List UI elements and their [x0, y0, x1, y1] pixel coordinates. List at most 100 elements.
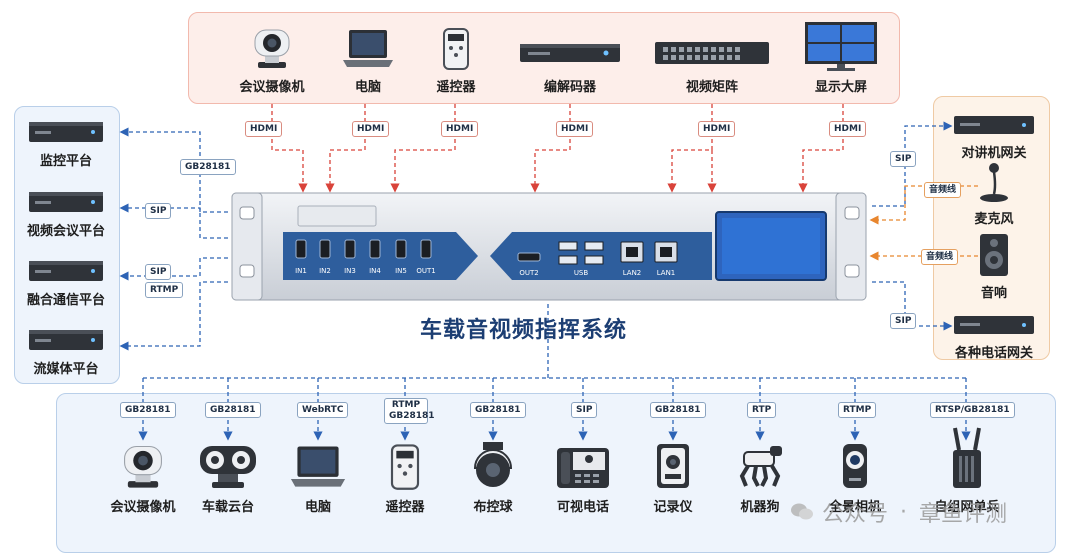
top-device-display-wall: 显示大屏 [796, 20, 886, 95]
bottom-device-panoramic-camera: 全景相机 [815, 440, 895, 515]
server-icon [27, 326, 105, 354]
laptop-icon [339, 24, 397, 72]
speaker-icon [976, 232, 1012, 278]
left-platform-video-conference: 视频会议平台 [20, 188, 112, 239]
left-platform-streaming: 流媒体平台 [20, 326, 112, 377]
bottom-device-body-recorder: 记录仪 [633, 440, 713, 515]
top-device-conference-camera: 会议摄像机 [216, 24, 328, 95]
port-label: USB [574, 269, 589, 277]
hdmi-port [420, 239, 432, 259]
robot-dog-icon [732, 440, 788, 492]
right-device-label: 对讲机网关 [961, 146, 1027, 161]
top-device-label: 遥控器 [436, 80, 476, 95]
top-device-label: 视频矩阵 [685, 80, 738, 95]
microphone-icon [974, 160, 1014, 204]
right-device-phone-gateway: 各种电话网关 [946, 312, 1042, 361]
link-tag-bottom-10: RTSP/GB28181 [930, 402, 1015, 418]
link-tag-bottom-9: RTMP [838, 402, 877, 418]
lan-port-socket [660, 247, 672, 257]
link-tag-left-2: SIP [145, 203, 172, 219]
left-platform-label: 监控平台 [39, 154, 92, 169]
watermark: 公众号 · 章鱼评测 [790, 496, 1007, 528]
link-tag-hdmi-2: HDMI [352, 121, 390, 137]
bottom-device-robot-dog: 机器狗 [720, 440, 800, 515]
bottom-device-label: 自组网单兵 [934, 500, 1000, 515]
bottom-device-label: 可视电话 [556, 500, 609, 515]
video-phone-icon [555, 440, 611, 492]
rack-unit [231, 192, 867, 301]
hdmi-port [319, 239, 331, 259]
top-device-codec: 编解码器 [515, 24, 625, 95]
top-device-laptop: 电脑 [328, 24, 408, 95]
right-device-label: 麦克风 [974, 212, 1014, 227]
right-device-microphone: 麦克风 [956, 160, 1032, 227]
port-label: IN2 [319, 267, 331, 275]
hdmi-out-port [517, 252, 541, 262]
link-tag-left-3: SIP [145, 264, 172, 280]
remote-controller-icon [436, 24, 476, 72]
mesh-radio-icon [943, 424, 991, 492]
remote-controller-icon [383, 440, 427, 492]
server-icon [27, 257, 105, 285]
laptop-icon [286, 440, 350, 492]
top-device-video-matrix: 视频矩阵 [652, 24, 772, 95]
link-tag-hdmi-4: HDMI [556, 121, 594, 137]
link-tag-bottom-2: GB28181 [205, 402, 261, 418]
hdmi-port [369, 239, 381, 259]
usb-port [584, 241, 604, 251]
hdmi-port [295, 239, 307, 259]
codec-icon [518, 24, 622, 72]
left-platform-label: 融合通信平台 [26, 293, 105, 308]
top-device-label: 显示大屏 [814, 80, 867, 95]
port-label: OUT2 [519, 269, 538, 277]
bottom-device-vehicle-ptz: 车载云台 [186, 440, 270, 515]
link-tag-hdmi-5: HDMI [698, 121, 736, 137]
bottom-device-remote-controller: 遥控器 [365, 440, 445, 515]
link-tag-right-4: SIP [890, 313, 917, 329]
hdmi-port [395, 239, 407, 259]
left-platform-fusion-comm: 融合通信平台 [20, 257, 112, 308]
usb-port [558, 255, 578, 265]
link-tag-right-3: 音频线 [921, 249, 959, 265]
watermark-name: 章鱼评测 [919, 502, 1008, 527]
wechat-icon [790, 502, 814, 522]
port-label: IN3 [344, 267, 356, 275]
link-tag-hdmi-6: HDMI [829, 121, 867, 137]
bottom-device-mesh-radio: 自组网单兵 [922, 424, 1012, 515]
right-device-intercom-gateway: 对讲机网关 [946, 112, 1042, 161]
left-platform-monitoring: 监控平台 [20, 118, 112, 169]
top-device-label: 会议摄像机 [239, 80, 305, 95]
bottom-device-video-phone: 可视电话 [543, 440, 623, 515]
bottom-device-laptop: 电脑 [278, 440, 358, 515]
bottom-device-label: 会议摄像机 [110, 500, 176, 515]
dome-camera-icon [469, 440, 517, 492]
vehicle-ptz-icon [196, 440, 260, 492]
bottom-device-label: 遥控器 [385, 500, 425, 515]
watermark-separator: · [900, 499, 908, 525]
right-device-label: 各种电话网关 [954, 346, 1033, 361]
link-tag-right-2: 音频线 [924, 182, 962, 198]
left-platform-label: 视频会议平台 [26, 224, 105, 239]
bottom-device-dome-camera: 布控球 [453, 440, 533, 515]
bottom-device-label: 记录仪 [653, 500, 693, 515]
link-tag-bottom-6: SIP [571, 402, 598, 418]
system-title: 车载音视频指挥系统 [420, 318, 628, 343]
link-tag-bottom-8: RTP [747, 402, 777, 418]
video-matrix-icon [653, 24, 771, 72]
right-device-speaker: 音响 [956, 232, 1032, 301]
bottom-device-label: 机器狗 [740, 500, 780, 515]
link-tag-right-1: SIP [890, 151, 917, 167]
left-platform-label: 流媒体平台 [33, 362, 99, 377]
port-label: IN1 [295, 267, 307, 275]
top-device-label: 编解码器 [543, 80, 596, 95]
panoramic-camera-icon [837, 440, 873, 492]
hdmi-port [344, 239, 356, 259]
bottom-device-conference-camera: 会议摄像机 [95, 440, 191, 515]
conference-camera-icon [117, 440, 169, 492]
link-tag-bottom-7: GB28181 [650, 402, 706, 418]
link-tag-bottom-1: GB28181 [120, 402, 176, 418]
